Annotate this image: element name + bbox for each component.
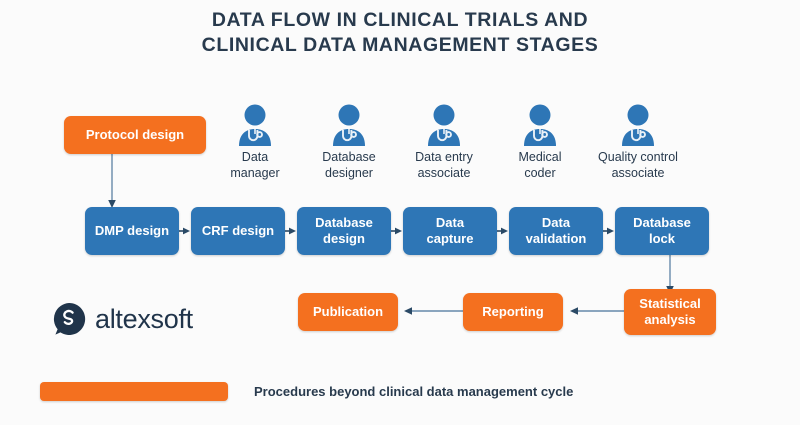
arrow-statistical-to-reporting (570, 307, 627, 315)
node-label: DMP design (95, 223, 169, 239)
title-line-2: CLINICAL DATA MANAGEMENT STAGES (201, 34, 599, 56)
node-label: Reporting (482, 304, 543, 320)
person-stethoscope-icon (488, 103, 592, 149)
node-label: CRF design (202, 223, 274, 239)
node-statistical-analysis[interactable]: Statistical analysis (624, 289, 716, 335)
node-data-validation[interactable]: Data validation (509, 207, 603, 255)
node-protocol-design[interactable]: Protocol design (64, 116, 206, 154)
node-label-line-1: Data (541, 215, 571, 230)
legend: Procedures beyond clinical data manageme… (40, 382, 573, 401)
person-stethoscope-icon (392, 103, 496, 149)
legend-swatch-orange (40, 382, 228, 401)
node-label: Data validation (526, 215, 587, 247)
node-label: Publication (313, 304, 383, 320)
role-label-line-1: Quality control (598, 150, 678, 164)
node-label-line-1: Database (633, 215, 691, 230)
node-label-line-2: validation (525, 231, 587, 246)
node-label-line-2: capture (426, 231, 474, 246)
altexsoft-wordmark: altexsoft (95, 303, 193, 334)
page-title: DATA FLOW IN CLINICAL TRIALS AND CLINICA… (0, 8, 800, 58)
node-label-line-1: Reporting (482, 304, 544, 319)
arrow-crf-to-database-design (283, 227, 296, 235)
node-label-line-1: DMP design (94, 223, 170, 238)
role-label-line-2: associate (611, 166, 665, 180)
role-medical-coder: Medical coder (488, 103, 592, 181)
role-database-designer: Database designer (297, 103, 401, 181)
node-data-capture[interactable]: Data capture (403, 207, 497, 255)
node-label-line-1: Statistical (639, 296, 701, 311)
node-label: Data capture (427, 215, 474, 247)
role-quality-control-associate: Quality control associate (586, 103, 690, 181)
node-dmp-design[interactable]: DMP design (85, 207, 179, 255)
node-crf-design[interactable]: CRF design (191, 207, 285, 255)
node-publication[interactable]: Publication (298, 293, 398, 331)
node-label: Statistical analysis (639, 296, 700, 328)
title-line-1: DATA FLOW IN CLINICAL TRIALS AND (211, 9, 589, 31)
node-label: Database design (315, 215, 373, 247)
altexsoft-logo: altexsoft (52, 302, 193, 336)
node-database-design[interactable]: Database design (297, 207, 391, 255)
node-label-line-2: lock (648, 231, 675, 246)
role-data-entry-associate: Data entry associate (392, 103, 496, 181)
person-stethoscope-icon (203, 103, 307, 149)
arrow-validation-to-database-lock (601, 227, 614, 235)
node-label: Protocol design (85, 127, 185, 142)
node-database-lock[interactable]: Database lock (615, 207, 709, 255)
arrow-database-design-to-capture (389, 227, 402, 235)
role-label-line-1: Data (241, 150, 269, 164)
arrow-reporting-to-publication (404, 307, 467, 315)
altexsoft-mark-icon (52, 302, 86, 336)
arrow-capture-to-validation (495, 227, 508, 235)
role-label-line-1: Data entry (415, 150, 473, 164)
node-reporting[interactable]: Reporting (463, 293, 563, 331)
connector-protocol-to-dmp (108, 152, 116, 208)
person-stethoscope-icon (586, 103, 690, 149)
arrow-dmp-to-crf (177, 227, 190, 235)
node-label-line-1: Publication (312, 304, 384, 319)
node-label-line-2: analysis (644, 312, 696, 327)
node-label-line-1: CRF design (201, 223, 275, 238)
role-label-line-2: associate (417, 166, 471, 180)
role-data-manager: Data manager (203, 103, 307, 181)
legend-label: Procedures beyond clinical data manageme… (254, 384, 574, 399)
node-label: Database lock (633, 215, 691, 247)
role-label-line-2: coder (524, 166, 556, 180)
node-label-line-2: design (323, 231, 365, 246)
node-label-line-1: Data (435, 215, 465, 230)
role-label-line-1: Database (322, 150, 376, 164)
node-label-line-1: Database (315, 215, 373, 230)
role-label-line-2: manager (230, 166, 280, 180)
person-stethoscope-icon (297, 103, 401, 149)
role-label-line-2: designer (325, 166, 373, 180)
role-label-line-1: Medical (518, 150, 562, 164)
